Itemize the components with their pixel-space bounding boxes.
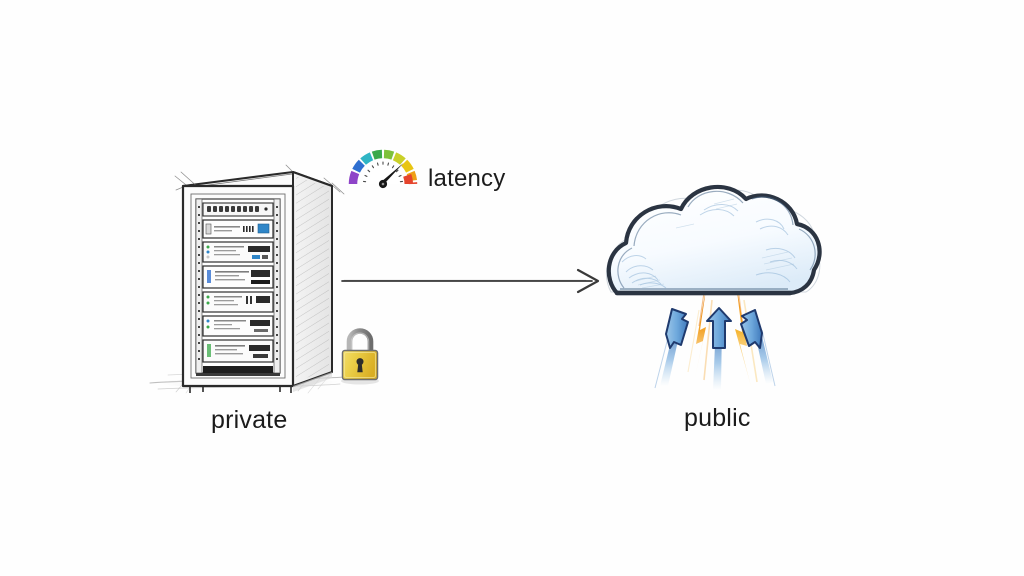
rack-unit bbox=[202, 265, 274, 289]
rack-unit bbox=[202, 241, 274, 263]
rack-unit bbox=[202, 202, 274, 217]
node-label-public: public bbox=[684, 404, 751, 432]
metric-label-latency: latency bbox=[428, 165, 506, 192]
rack-unit bbox=[202, 291, 274, 313]
cloud-body bbox=[606, 184, 822, 296]
rack-unit bbox=[202, 339, 274, 363]
rack-unit bbox=[202, 315, 274, 337]
rack-unit bbox=[202, 219, 274, 239]
node-label-private: private bbox=[211, 406, 288, 434]
cloud-arrows bbox=[654, 307, 776, 390]
